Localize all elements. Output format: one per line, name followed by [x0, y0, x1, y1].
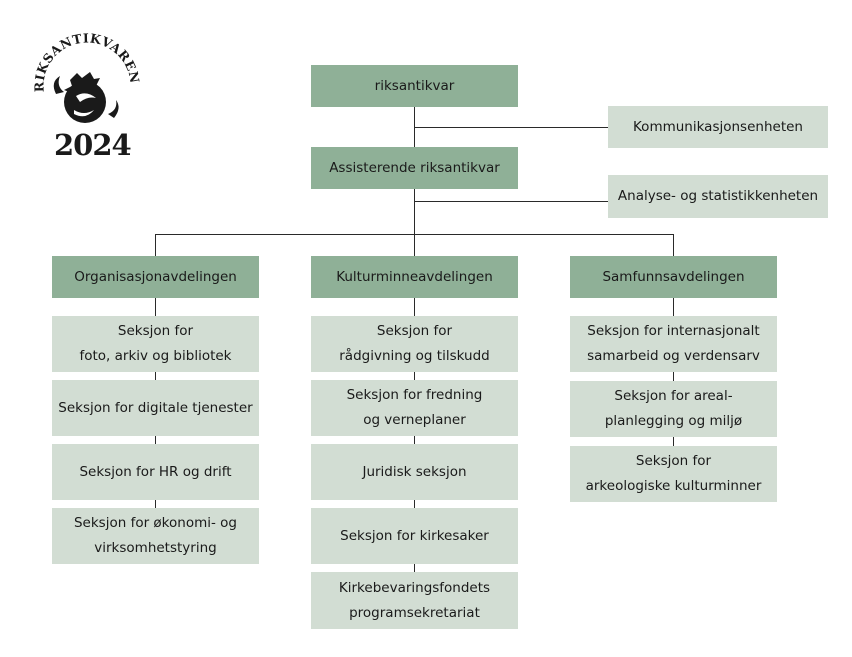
org-box-section: Seksjon for foto, arkiv og bibliotek [52, 316, 259, 372]
org-box-label: Seksjon for kirkesaker [340, 527, 489, 544]
org-box-section: Seksjon for økonomi- og virksomhetstyrin… [52, 508, 259, 564]
org-box-kommunikasjonsenheten: Kommunikasjonsenheten [608, 106, 828, 148]
connector-line [155, 234, 156, 256]
org-box-section: Seksjon for fredning og verneplaner [311, 380, 518, 436]
org-box-label: Seksjon for areal- planlegging og miljø [604, 388, 743, 429]
org-box-riksantikvar: riksantikvar [311, 65, 518, 107]
org-box-label: Samfunnsavdelingen [602, 268, 745, 285]
org-box-label: Kulturminneavdelingen [336, 268, 493, 285]
org-box-section: Seksjon for kirkesaker [311, 508, 518, 564]
org-box-section: Seksjon for HR og drift [52, 444, 259, 500]
org-box-department: Samfunnsavdelingen [570, 256, 777, 298]
riksantikvaren-logo: RIKSANTIKVAREN [32, 31, 140, 123]
org-box-section: Kirkebevaringsfondets programsekretariat [311, 572, 518, 629]
org-box-label: Seksjon for digitale tjenester [58, 399, 253, 416]
org-box-department: Organisasjonavdelingen [52, 256, 259, 298]
connector-line [414, 189, 415, 235]
org-box-label: Analyse- og statistikkenheten [617, 188, 819, 204]
org-box-label: Seksjon for HR og drift [79, 463, 232, 480]
org-box-label: Seksjon for arkeologiske kulturminner [585, 453, 762, 494]
org-box-section: Seksjon for areal- planlegging og miljø [570, 381, 777, 437]
org-box-label: Kirkebevaringsfondets programsekretariat [338, 579, 491, 621]
org-box-label: Kommunikasjonsenheten [633, 118, 803, 135]
org-box-label: Seksjon for økonomi- og virksomhetstyrin… [73, 515, 237, 556]
org-box-section: Seksjon for internasjonalt samarbeid og … [570, 316, 777, 372]
logo-year: 2024 [54, 128, 132, 162]
org-box-label: Assisterende riksantikvar [329, 159, 500, 176]
connector-line [414, 298, 415, 574]
org-box-department: Kulturminneavdelingen [311, 256, 518, 298]
org-box-label: Juridisk seksjon [362, 463, 467, 480]
org-box-section: Seksjon for arkeologiske kulturminner [570, 446, 777, 502]
org-box-assisterende-riksantikvar: Assisterende riksantikvar [311, 147, 518, 189]
org-box-section: Seksjon for rådgivning og tilskudd [311, 316, 518, 372]
org-box-label: Seksjon for fredning og verneplaner [346, 387, 483, 428]
connector-line [673, 298, 674, 448]
connector-line [414, 234, 415, 256]
org-box-label: riksantikvar [374, 77, 455, 94]
org-box-section: Juridisk seksjon [311, 444, 518, 500]
connector-line [414, 201, 608, 202]
org-box-label: Seksjon for internasjonalt samarbeid og … [587, 323, 760, 364]
org-box-section: Seksjon for digitale tjenester [52, 380, 259, 436]
org-box-label: Organisasjonavdelingen [74, 268, 237, 285]
connector-line [414, 127, 608, 128]
org-box-analyse-statistikkenheten: Analyse- og statistikkenheten [608, 175, 828, 218]
org-box-label: Seksjon for foto, arkiv og bibliotek [79, 323, 232, 364]
org-box-label: Seksjon for rådgivning og tilskudd [339, 323, 490, 364]
connector-line [673, 234, 674, 256]
